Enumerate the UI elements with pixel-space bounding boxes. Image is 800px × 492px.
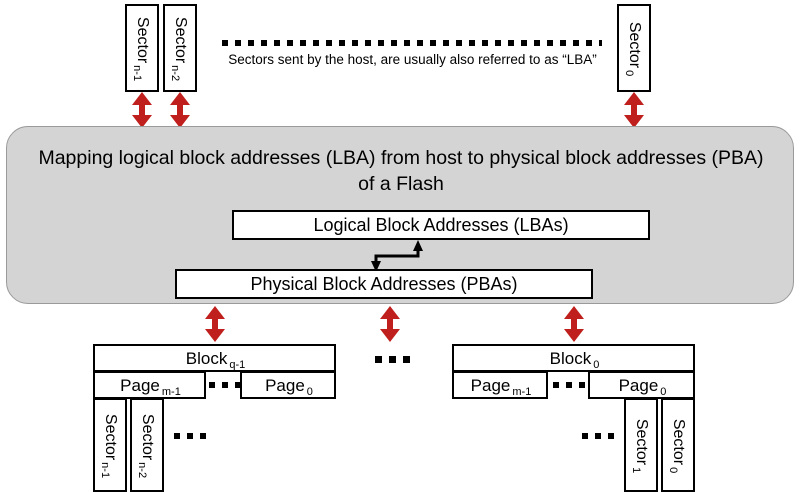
host-sector-box-n-1: Sectorn-1 <box>125 4 159 92</box>
pba-box-label: Physical Block Addresses (PBAs) <box>250 274 518 294</box>
blocks-ellipsis <box>375 356 410 363</box>
block-left-sector-n-1-label: Sectorn-1 <box>99 413 119 479</box>
host-sector-box-0: Sector0 <box>617 4 651 92</box>
block-right-sectors-ellipsis <box>582 433 614 439</box>
host-sector-label-n-2: Sectorn-2 <box>169 16 189 82</box>
lba-pba-connector <box>371 240 423 272</box>
host-sector-label-n-1: Sectorn-1 <box>131 16 151 82</box>
host-sector-box-n-2: Sectorn-2 <box>163 4 197 92</box>
block-left-sector-n-2: Sectorn-2 <box>130 398 164 492</box>
lba-box-label: Logical Block Addresses (LBAs) <box>313 215 569 235</box>
block-right-sector-1-label: Sector1 <box>630 418 650 474</box>
block-right-sector-0-label: Sector0 <box>667 418 687 474</box>
arrow-block-left <box>205 306 225 342</box>
arrow-host-sector-n-2 <box>170 92 190 128</box>
block-left-sector-n-2-label: Sectorn-2 <box>136 413 156 479</box>
block-left-pages-ellipsis <box>209 382 241 388</box>
block-left-sector-n-1: Sectorn-1 <box>93 398 127 492</box>
block-right-sector-1: Sector1 <box>624 398 658 492</box>
block-left-sectors-ellipsis <box>174 433 206 439</box>
mapping-panel-title: Mapping logical block addresses (LBA) fr… <box>38 147 764 195</box>
arrow-block-right <box>564 306 584 342</box>
pba-box: Physical Block Addresses (PBAs) <box>175 269 593 299</box>
block-right-pages-ellipsis <box>553 382 585 388</box>
host-caption: Sectors sent by the host, are usually al… <box>228 52 597 67</box>
mapping-panel: Mapping logical block addresses (LBA) fr… <box>6 126 794 304</box>
lba-box: Logical Block Addresses (LBAs) <box>232 210 650 240</box>
arrow-host-sector-0 <box>624 92 644 128</box>
arrow-host-sector-n-1 <box>132 92 152 128</box>
arrow-block-middle <box>380 306 400 342</box>
host-dotted-rule <box>222 40 602 46</box>
host-sector-label-0: Sector0 <box>623 21 643 77</box>
block-right-sector-0: Sector0 <box>661 398 695 492</box>
